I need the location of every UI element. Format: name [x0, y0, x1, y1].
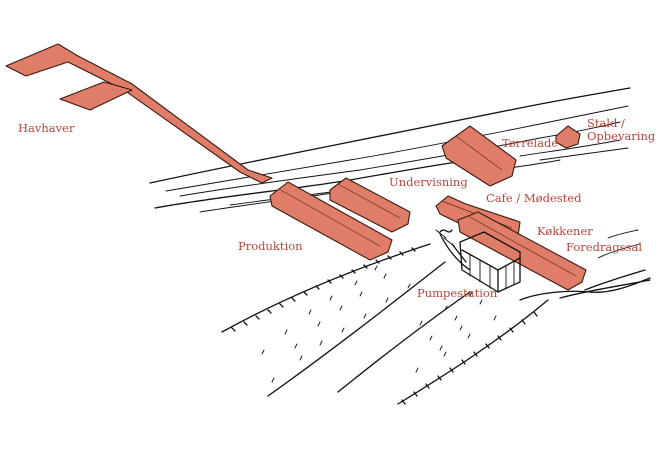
label-pumpestation: Pumpestation — [417, 286, 498, 300]
label-undervisning: Undervisning — [389, 175, 468, 189]
buildings — [5, 43, 587, 291]
stald-building — [555, 125, 581, 149]
label-kokkener: Køkkener — [537, 224, 593, 238]
foredragssal-building — [457, 211, 587, 291]
label-stald: Stald / — [587, 116, 625, 130]
undervisning-building — [329, 177, 411, 233]
havhaver-pier — [5, 43, 273, 184]
bank-lines-right — [519, 229, 651, 301]
label-opbevaring: Opbevaring — [587, 129, 656, 143]
havhaver-platform — [59, 81, 133, 111]
label-produktion: Produktion — [238, 239, 303, 253]
pumpestation-structure — [435, 229, 521, 293]
label-foredragssal: Foredragssal — [566, 240, 642, 254]
torrelade-building — [441, 125, 517, 187]
label-cafe: Cafe / Mødested — [486, 191, 582, 205]
label-havhaver: Havhaver — [18, 121, 75, 135]
field-lines — [221, 229, 651, 405]
label-torrelade: Tørrelade — [502, 136, 559, 150]
